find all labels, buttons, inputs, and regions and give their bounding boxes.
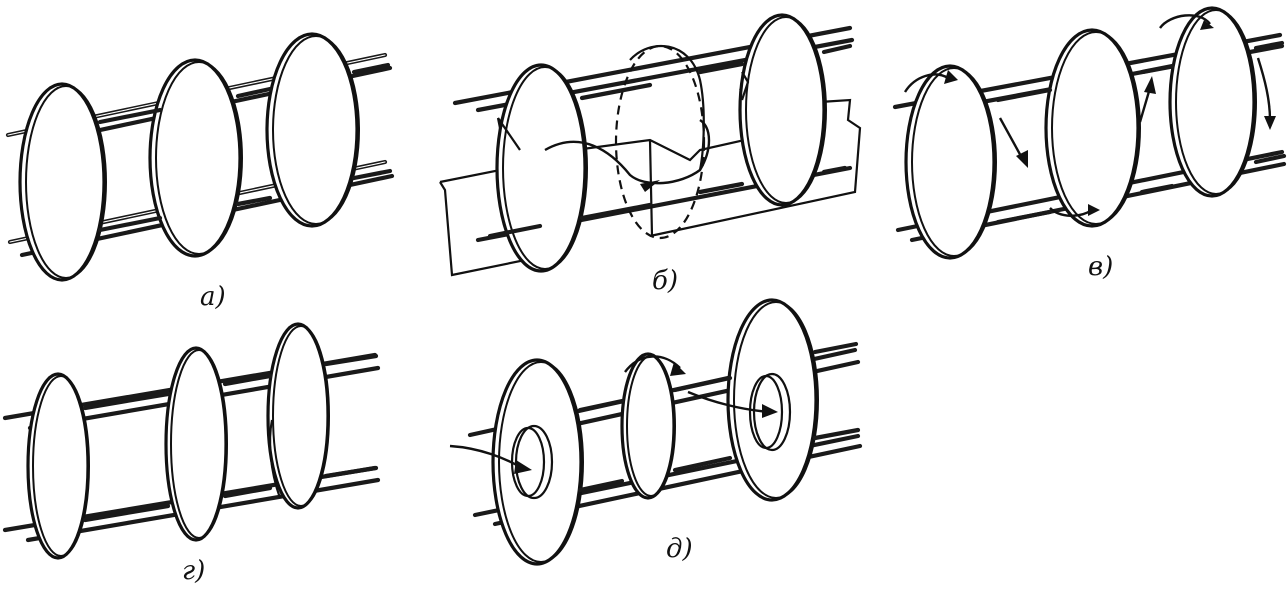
panel-a-disk-2 [148, 58, 242, 258]
panel-a-disk-1 [18, 82, 106, 282]
panel-d-ring-2 [726, 298, 818, 502]
panel-d-outlet-arrow [687, 390, 771, 414]
panel-v-helical-flow-baffles [892, 6, 1287, 260]
panel-d-disk-and-ring-baffles [449, 298, 863, 566]
panel-b-disk-2 [629, 45, 705, 171]
panel-v-label: в) [1088, 252, 1114, 282]
panel-g-label: г) [182, 556, 206, 586]
panel-d-disk-middle [620, 352, 676, 500]
panel-v-inlet-arrow [903, 73, 949, 93]
panel-b-disk-baffles-with-partition [439, 13, 862, 277]
panel-g-alternate-segmental-baffles [2, 322, 381, 560]
panel-v-arrow-top [1159, 14, 1211, 29]
panel-a-disk-3 [265, 32, 359, 228]
panel-v-disk-3 [1168, 6, 1256, 198]
panel-g-disk-3 [266, 322, 330, 510]
panel-d-ring-1 [491, 358, 583, 566]
panel-b-disk-1 [495, 63, 587, 273]
panel-v-disk-1 [904, 64, 996, 260]
panel-g-disk-1 [26, 372, 90, 560]
panel-d-ring-2-hole [752, 372, 792, 452]
panel-v-disk-2 [1044, 28, 1140, 228]
panel-a-label: а) [200, 282, 226, 312]
panel-v-arrow-down [998, 117, 1024, 159]
panel-v-arrow-up [1138, 87, 1152, 123]
panel-g-disk-2 [164, 346, 228, 542]
panel-v-outlet-arrow [1256, 57, 1272, 121]
panel-b-disk-3 [738, 13, 826, 207]
panel-a-segmental-disk-baffles [5, 32, 395, 282]
panel-d-label: д) [666, 534, 693, 564]
panel-b-label: б) [652, 266, 679, 296]
